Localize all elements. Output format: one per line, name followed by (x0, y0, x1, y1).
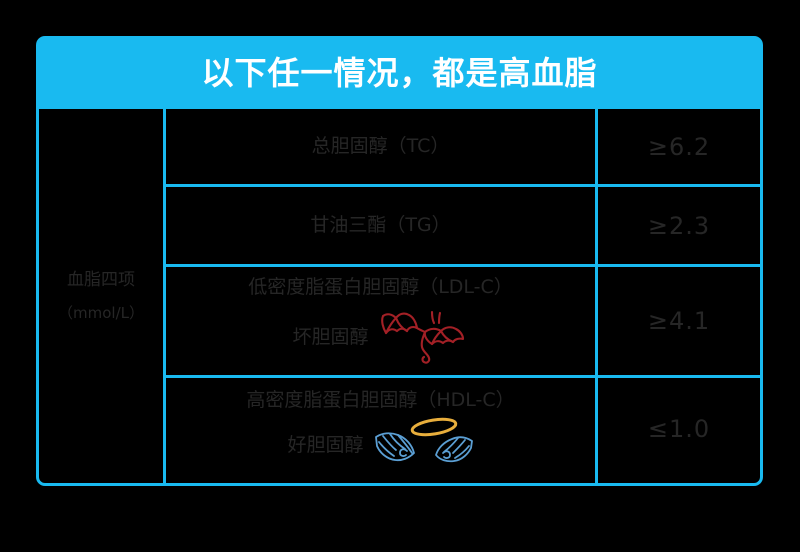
devil-icon (380, 310, 464, 364)
item-subtitle-row: 坏胆固醇 (292, 310, 468, 366)
table-value-column: ≥6.2 ≥2.3 ≥4.1 ≤1.0 (598, 109, 760, 483)
category-unit: （mmol/L） (58, 304, 144, 323)
item-title: 高密度脂蛋白胆固醇（HDL-C） (246, 389, 515, 412)
halo-icon (410, 417, 457, 437)
header-banner: 以下任一情况，都是高血脂 (36, 36, 763, 109)
value-cell: ≥2.3 (598, 187, 760, 267)
item-subtitle: 坏胆固醇 (292, 326, 369, 348)
value-cell: ≥6.2 (598, 109, 760, 187)
angel-icon (374, 417, 473, 463)
table-row: 高密度脂蛋白胆固醇（HDL-C） 好胆固醇 (166, 378, 595, 480)
category-name: 血脂四项 (67, 269, 135, 290)
item-title: 甘油三酯（TG） (310, 213, 451, 236)
item-subtitle-row: 好胆固醇 (287, 417, 473, 469)
table-grid: 血脂四项 （mmol/L） 总胆固醇（TC） 甘油三酯（TG） 低密度脂蛋白胆固… (39, 109, 760, 483)
item-title: 低密度脂蛋白胆固醇（LDL-C） (248, 276, 513, 299)
page-title: 以下任一情况，都是高血脂 (201, 53, 598, 92)
table-row: 甘油三酯（TG） (166, 187, 595, 267)
table-row: 总胆固醇（TC） (166, 109, 595, 187)
table-category-column: 血脂四项 （mmol/L） (39, 109, 166, 483)
item-subtitle: 好胆固醇 (287, 434, 364, 456)
value-cell: ≤1.0 (647, 415, 711, 443)
item-title: 总胆固醇（TC） (311, 134, 450, 157)
table-item-column: 总胆固醇（TC） 甘油三酯（TG） 低密度脂蛋白胆固醇（LDL-C） 坏胆固醇 (166, 109, 598, 483)
value-cell: ≥4.1 (598, 267, 760, 378)
table-row: 低密度脂蛋白胆固醇（LDL-C） 坏胆固醇 (166, 267, 595, 378)
lipid-table: 血脂四项 （mmol/L） 总胆固醇（TC） 甘油三酯（TG） 低密度脂蛋白胆固… (36, 109, 763, 486)
